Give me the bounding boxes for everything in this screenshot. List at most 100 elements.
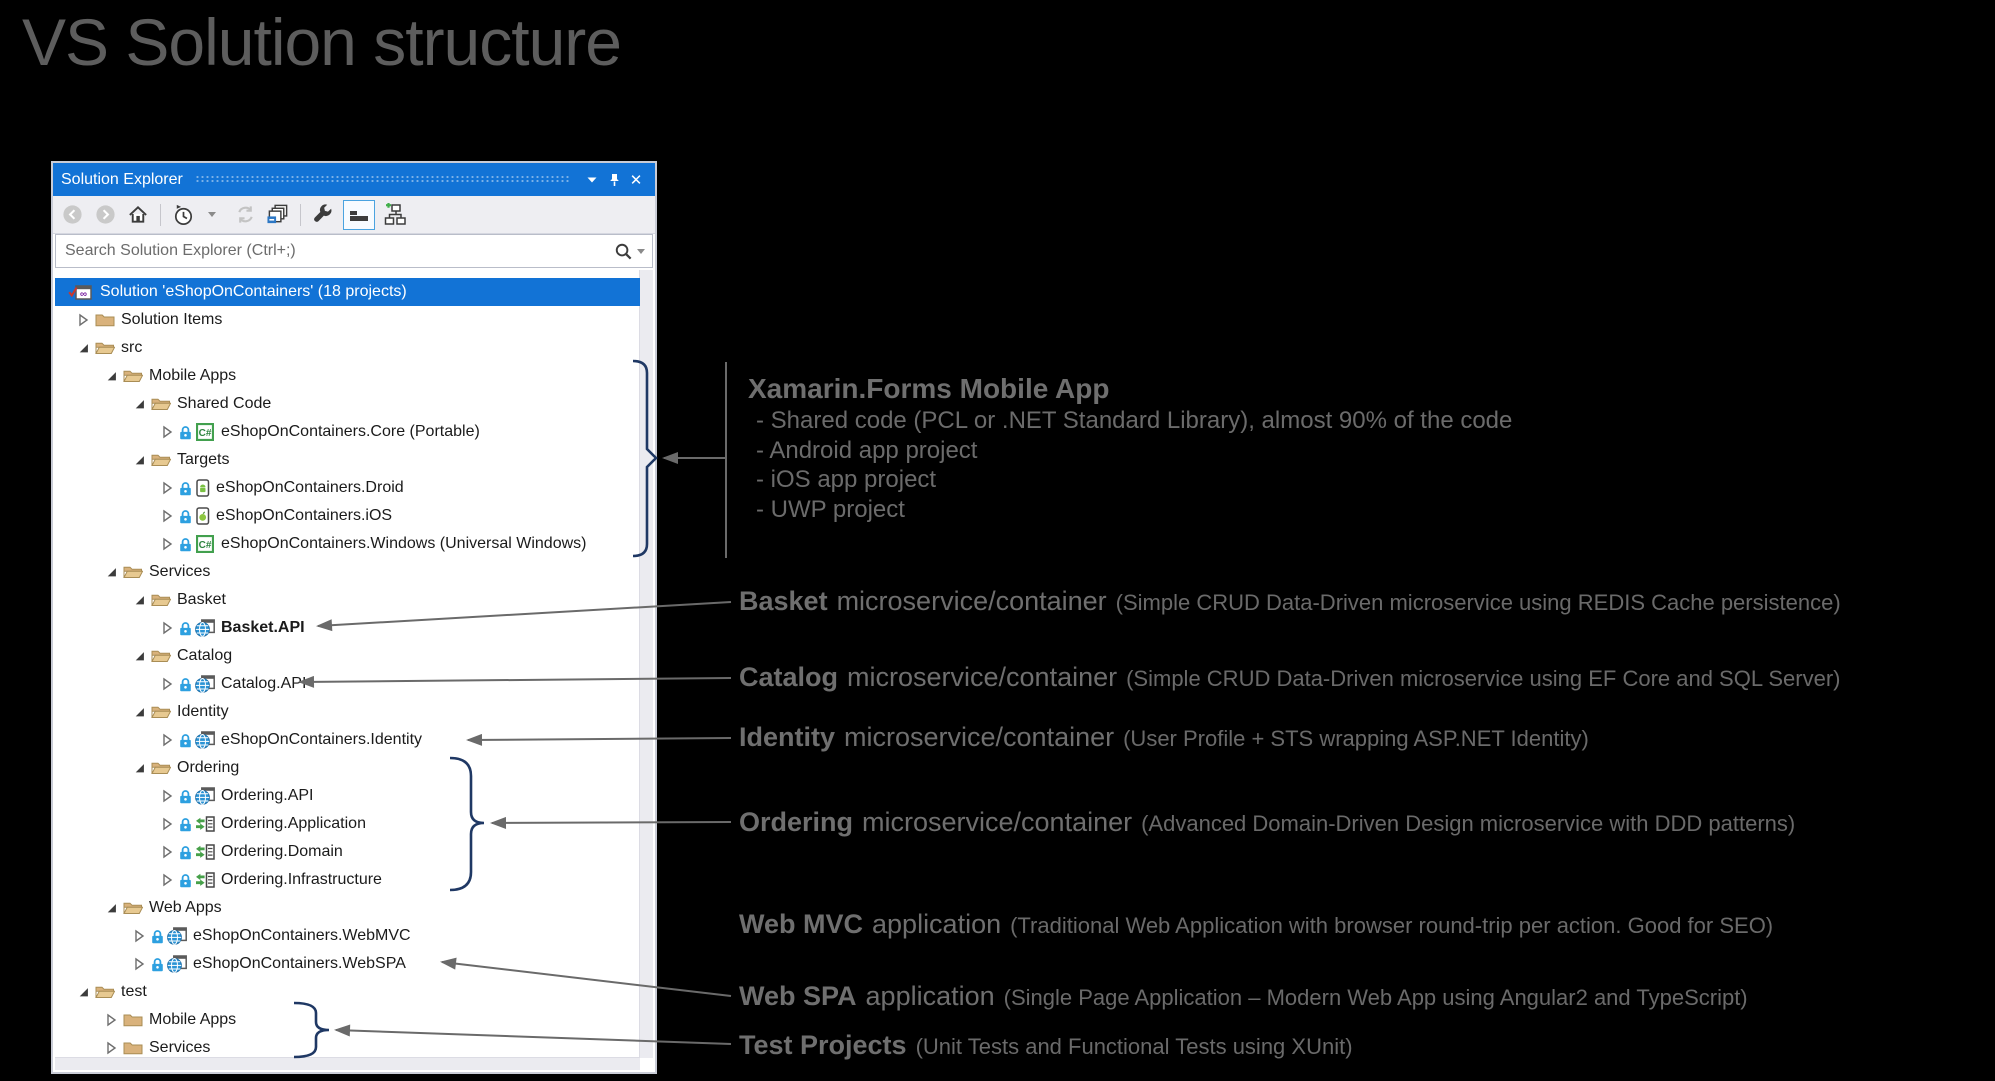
expand-arrow-icon[interactable]: [133, 705, 145, 719]
pending-changes-icon[interactable]: [170, 202, 196, 228]
pin-icon[interactable]: [603, 169, 625, 191]
collapse-arrow-icon[interactable]: [161, 621, 173, 635]
show-all-files-icon[interactable]: [343, 199, 375, 230]
web-project-icon: [195, 619, 215, 637]
tree-item[interactable]: Ordering.API: [55, 782, 640, 810]
collapse-arrow-icon[interactable]: [161, 845, 173, 859]
web-project-icon: [195, 787, 215, 805]
lock-icon: [179, 677, 192, 692]
tree-item[interactable]: Ordering.Application: [55, 810, 640, 838]
ios-project-icon: [196, 507, 210, 525]
tree-item[interactable]: Mobile Apps: [55, 1006, 640, 1034]
tree-item[interactable]: Ordering.Domain: [55, 838, 640, 866]
expand-arrow-icon[interactable]: [133, 761, 145, 775]
collapse-arrow-icon[interactable]: [161, 425, 173, 439]
folder-open-icon: [151, 398, 171, 410]
collapse-arrow-icon[interactable]: [161, 733, 173, 747]
expand-arrow-icon[interactable]: [105, 565, 117, 579]
expand-arrow-icon[interactable]: [133, 397, 145, 411]
tree-item[interactable]: Catalog: [55, 642, 640, 670]
folder-open-icon: [123, 566, 143, 578]
refresh-icon[interactable]: [232, 202, 258, 228]
solution-tree: Solution 'eShopOnContainers' (18 project…: [55, 269, 640, 1062]
annotation-xamarin: Xamarin.Forms Mobile App - Shared code (…: [748, 372, 1512, 524]
tree-item[interactable]: eShopOnContainers.Droid: [55, 474, 640, 502]
tree-item[interactable]: Shared Code: [55, 390, 640, 418]
collapse-arrow-icon[interactable]: [161, 481, 173, 495]
collapse-arrow-icon[interactable]: [161, 677, 173, 691]
tree-item[interactable]: Identity: [55, 698, 640, 726]
horizontal-scrollbar[interactable]: [55, 1057, 640, 1070]
csharp-project-icon: [195, 535, 215, 553]
tree-item[interactable]: Ordering.Infrastructure: [55, 866, 640, 894]
chevron-down-icon[interactable]: [581, 169, 603, 191]
back-icon[interactable]: [59, 202, 85, 228]
sync-with-active-icon[interactable]: [382, 202, 408, 228]
tree-item-webspa[interactable]: eShopOnContainers.WebSPA: [55, 950, 640, 978]
tree-item[interactable]: Services: [55, 1034, 640, 1062]
expand-arrow-icon[interactable]: [105, 369, 117, 383]
collapse-arrow-icon[interactable]: [105, 1013, 117, 1027]
tree-item[interactable]: Services: [55, 558, 640, 586]
annotation-bullet: - UWP project: [756, 495, 905, 523]
tree-item[interactable]: eShopOnContainers.Windows (Universal Win…: [55, 530, 640, 558]
tree-item[interactable]: Solution Items: [55, 306, 640, 334]
collapse-arrow-icon[interactable]: [161, 537, 173, 551]
tree-item-solution[interactable]: Solution 'eShopOnContainers' (18 project…: [55, 278, 640, 306]
tree-item[interactable]: src: [55, 334, 640, 362]
annotation-bullet: - iOS app project: [756, 466, 937, 493]
tree-item[interactable]: eShopOnContainers.iOS: [55, 502, 640, 530]
collapse-arrow-icon[interactable]: [105, 1041, 117, 1055]
home-icon[interactable]: [125, 202, 151, 228]
tree-item[interactable]: eShopOnContainers.WebMVC: [55, 922, 640, 950]
panel-titlebar[interactable]: Solution Explorer ✕: [53, 163, 655, 196]
collapse-all-icon[interactable]: [265, 202, 291, 228]
tree-item[interactable]: eShopOnContainers.Core (Portable): [55, 418, 640, 446]
collapse-arrow-icon[interactable]: [161, 509, 173, 523]
lock-icon: [179, 481, 192, 496]
tree-item[interactable]: test: [55, 978, 640, 1006]
expand-arrow-icon[interactable]: [105, 901, 117, 915]
folder-open-icon: [123, 370, 143, 382]
close-icon[interactable]: ✕: [629, 171, 643, 189]
solution-explorer-panel: Solution Explorer ✕: [51, 161, 657, 1074]
folder-open-icon: [151, 650, 171, 662]
lock-icon: [151, 957, 164, 972]
tree-item[interactable]: Catalog.API: [55, 670, 640, 698]
forward-icon[interactable]: [92, 202, 118, 228]
expand-arrow-icon[interactable]: [133, 593, 145, 607]
collapse-arrow-icon[interactable]: [161, 873, 173, 887]
expand-arrow-icon[interactable]: [77, 341, 89, 355]
tree-item[interactable]: Basket: [55, 586, 640, 614]
expand-arrow-icon[interactable]: [77, 985, 89, 999]
lock-icon: [179, 509, 192, 524]
folder-closed-icon: [123, 1042, 143, 1055]
collapse-arrow-icon[interactable]: [161, 817, 173, 831]
expand-arrow-icon[interactable]: [133, 649, 145, 663]
library-project-icon: [195, 816, 215, 832]
tree-item[interactable]: Mobile Apps: [55, 362, 640, 390]
search-icon[interactable]: [610, 238, 636, 264]
tree-item-basket-api[interactable]: Basket.API: [55, 614, 640, 642]
properties-wrench-icon[interactable]: [310, 202, 336, 228]
tree-item[interactable]: Targets: [55, 446, 640, 474]
lock-icon: [179, 817, 192, 832]
search-input[interactable]: [56, 242, 610, 260]
tree-item[interactable]: Web Apps: [55, 894, 640, 922]
folder-closed-icon: [95, 314, 115, 327]
dropdown-icon[interactable]: [634, 238, 648, 264]
tree-item[interactable]: Ordering: [55, 754, 640, 782]
expand-arrow-icon[interactable]: [133, 453, 145, 467]
collapse-arrow-icon[interactable]: [161, 789, 173, 803]
library-project-icon: [195, 844, 215, 860]
folder-open-icon: [151, 762, 171, 774]
collapse-arrow-icon[interactable]: [77, 313, 89, 327]
drag-handle-dots[interactable]: [194, 175, 569, 184]
tree-item[interactable]: eShopOnContainers.Identity: [55, 726, 640, 754]
collapse-arrow-icon[interactable]: [133, 929, 145, 943]
collapse-arrow-icon[interactable]: [133, 957, 145, 971]
panel-toolbar: [53, 196, 655, 234]
dropdown-icon[interactable]: [199, 202, 225, 228]
vertical-scrollbar[interactable]: [639, 270, 653, 1058]
